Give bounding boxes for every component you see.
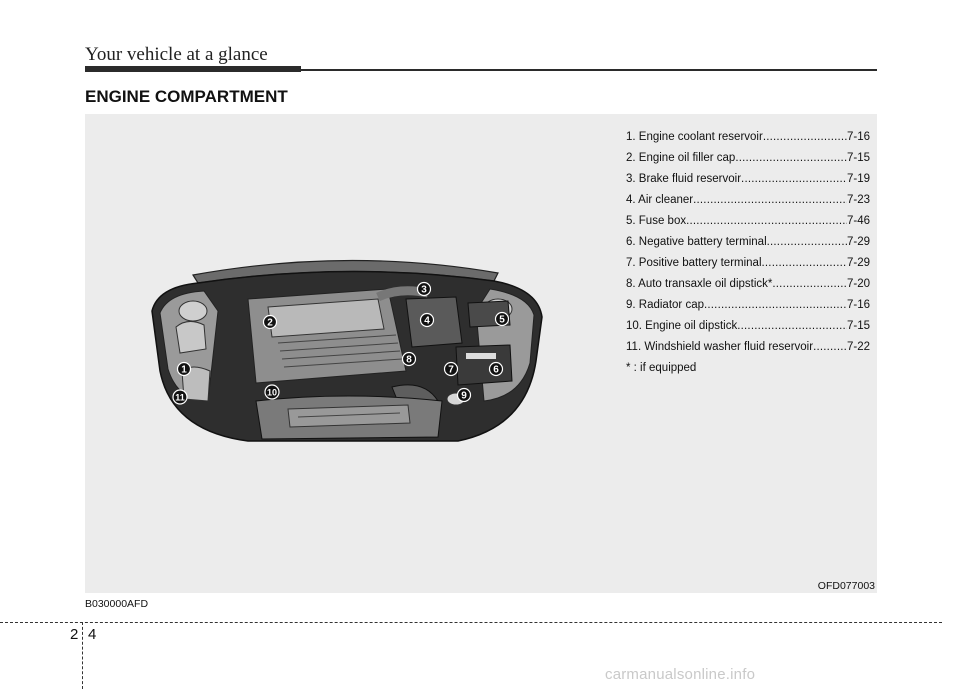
svg-text:2: 2 [267,318,273,329]
callout-6: 6 [488,361,504,377]
svg-text:3: 3 [421,285,427,296]
document-code: B030000AFD [85,598,149,610]
legend-item: 10. Engine oil dipstick 7-15 [626,320,870,341]
header-rule-thin [301,69,877,71]
callout-8: 8 [401,351,417,367]
page-number: 4 [88,626,97,643]
legend-item: 2. Engine oil filler cap7-15 [626,152,870,173]
callout-7: 7 [443,361,459,377]
engine-compartment-illustration: 1 2 3 4 5 6 7 [151,259,543,442]
legend-item: 5. Fuse box 7-46 [626,215,870,236]
legend-item: 1. Engine coolant reservoir 7-16 [626,131,870,152]
section-title: ENGINE COMPARTMENT [85,87,288,106]
callout-5: 5 [494,311,510,327]
svg-text:6: 6 [493,365,499,376]
header-title: Your vehicle at a glance [85,44,268,65]
callout-2: 2 [262,314,278,330]
legend-item: 4. Air cleaner 7-23 [626,194,870,215]
svg-text:10: 10 [267,388,277,398]
legend-item: 9. Radiator cap7-16 [626,299,870,320]
callout-3: 3 [416,281,432,297]
callout-4: 4 [419,312,435,328]
svg-text:1: 1 [181,365,187,376]
watermark: carmanualsonline.info [605,666,756,683]
legend-item: 3. Brake fluid reservoir 7-19 [626,173,870,194]
page-number-divider [82,622,83,689]
legend-footnote: * : if equipped [626,362,697,374]
callout-10: 10 [264,384,280,400]
header-rule-thick [85,66,301,72]
legend-item: 7. Positive battery terminal 7-29 [626,257,870,278]
chapter-number: 2 [70,626,79,643]
legend-item: 8. Auto transaxle oil dipstick* 7-20 [626,278,870,299]
svg-text:4: 4 [424,316,430,327]
svg-text:11: 11 [175,393,185,403]
callout-1: 1 [176,361,192,377]
svg-text:7: 7 [448,365,454,376]
callout-9: 9 [456,387,472,403]
legend-item: 11. Windshield washer fluid reservoir 7-… [626,341,870,362]
legend-item: 6. Negative battery terminal7-29 [626,236,870,257]
figure-code: OFD077003 [817,580,875,592]
svg-text:9: 9 [461,391,467,402]
svg-text:8: 8 [406,355,412,366]
component-legend: 1. Engine coolant reservoir 7-16 2. Engi… [626,131,870,374]
svg-text:5: 5 [499,315,505,326]
callout-11: 11 [172,389,188,405]
figure-panel: 1 2 3 4 5 6 7 [85,114,877,593]
footer-divider [0,622,942,623]
